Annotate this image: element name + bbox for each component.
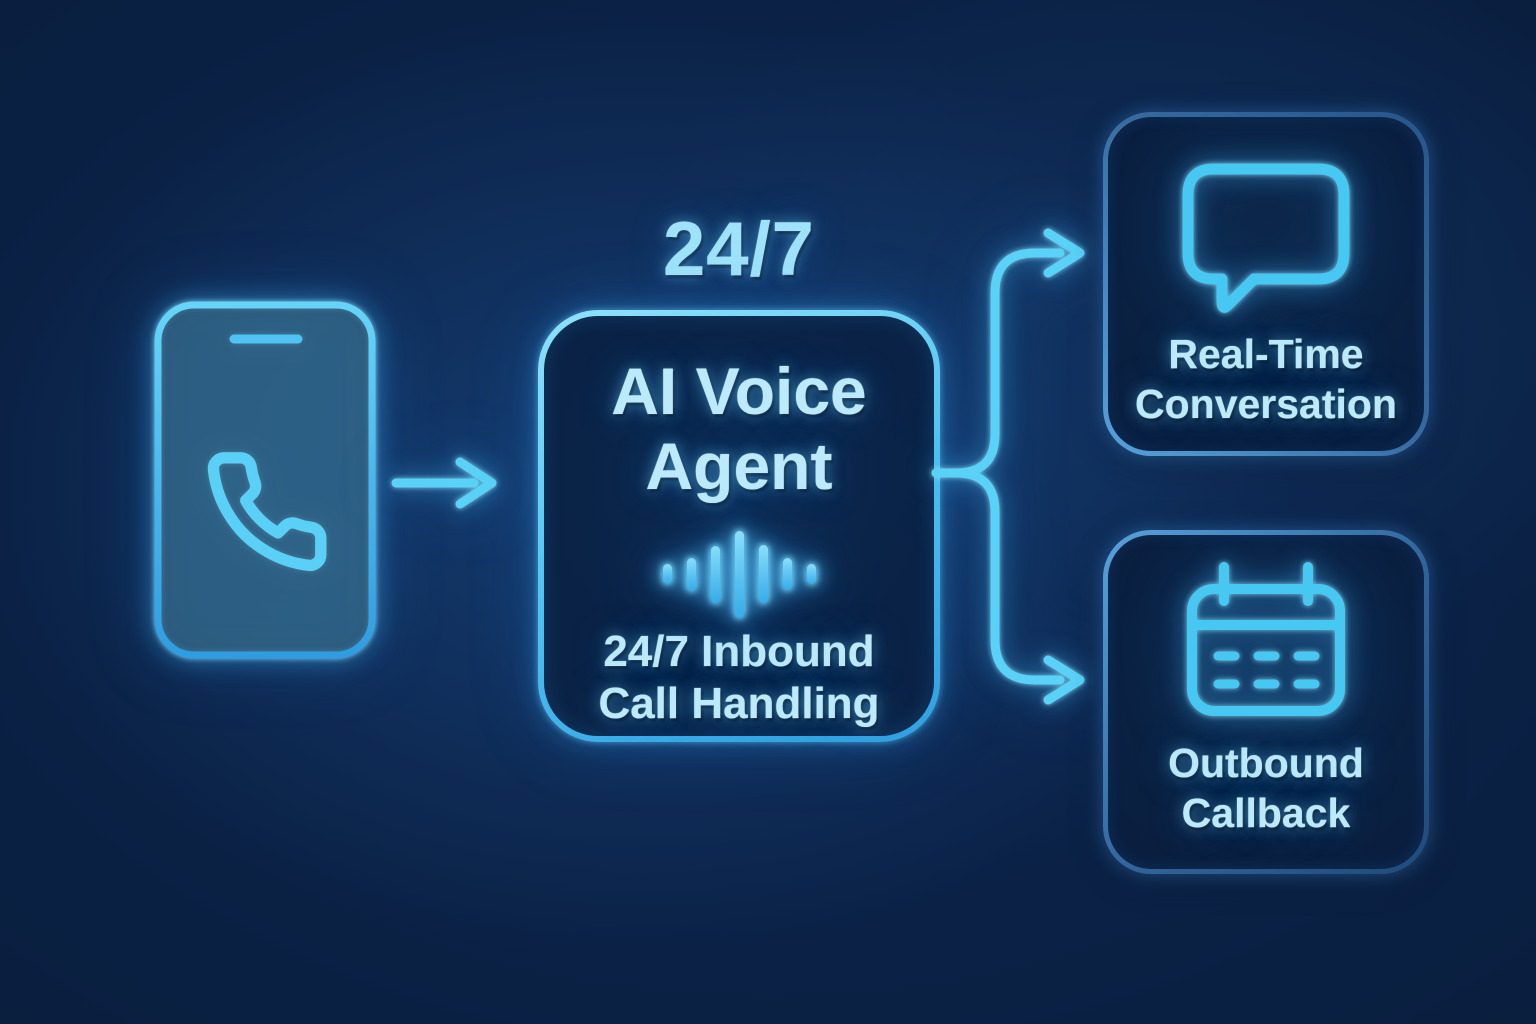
- waveform-bar: [686, 557, 696, 591]
- branch-bottom-line: [931, 468, 1065, 685]
- smartphone-outline: [154, 301, 376, 659]
- waveform-icon: [662, 528, 816, 620]
- agent-subtitle: 24/7 Inbound Call Handling: [598, 626, 879, 730]
- agent-title-line1: AI Voice: [611, 354, 867, 428]
- badge-247: 24/7: [663, 207, 815, 292]
- waveform-bar: [806, 564, 816, 584]
- agent-title: AI Voice Agent: [611, 354, 867, 504]
- agent-subtitle-line1: 24/7 Inbound: [603, 627, 875, 676]
- agent-subtitle-line2: Call Handling: [598, 679, 880, 728]
- realtime-conversation-box: Real-Time Conversation: [1103, 112, 1429, 456]
- waveform-bar: [710, 545, 720, 603]
- calendar-icon: [1187, 562, 1345, 716]
- phone-icon: [154, 301, 376, 659]
- realtime-label-line1: Real-Time: [1168, 331, 1364, 377]
- realtime-label-line2: Conversation: [1135, 381, 1397, 427]
- waveform-bar: [662, 564, 672, 584]
- realtime-label: Real-Time Conversation: [1135, 329, 1397, 429]
- agent-title-line2: Agent: [645, 429, 833, 503]
- branch-top-line: [931, 248, 1065, 478]
- branch-connector: [931, 228, 1085, 705]
- outbound-label: Outbound Callback: [1168, 738, 1364, 838]
- waveform-bar: [758, 545, 768, 603]
- outbound-callback-box: Outbound Callback: [1103, 530, 1429, 874]
- arrow-right-icon: [391, 457, 497, 509]
- waveform-bar: [734, 530, 744, 618]
- outbound-label-line1: Outbound: [1168, 740, 1364, 786]
- speech-bubble-icon: [1182, 163, 1350, 313]
- outbound-label-line2: Callback: [1181, 790, 1351, 836]
- ai-voice-agent-box: AI Voice Agent 24/7 Inbound Call Handlin…: [538, 310, 940, 742]
- waveform-bar: [782, 558, 792, 590]
